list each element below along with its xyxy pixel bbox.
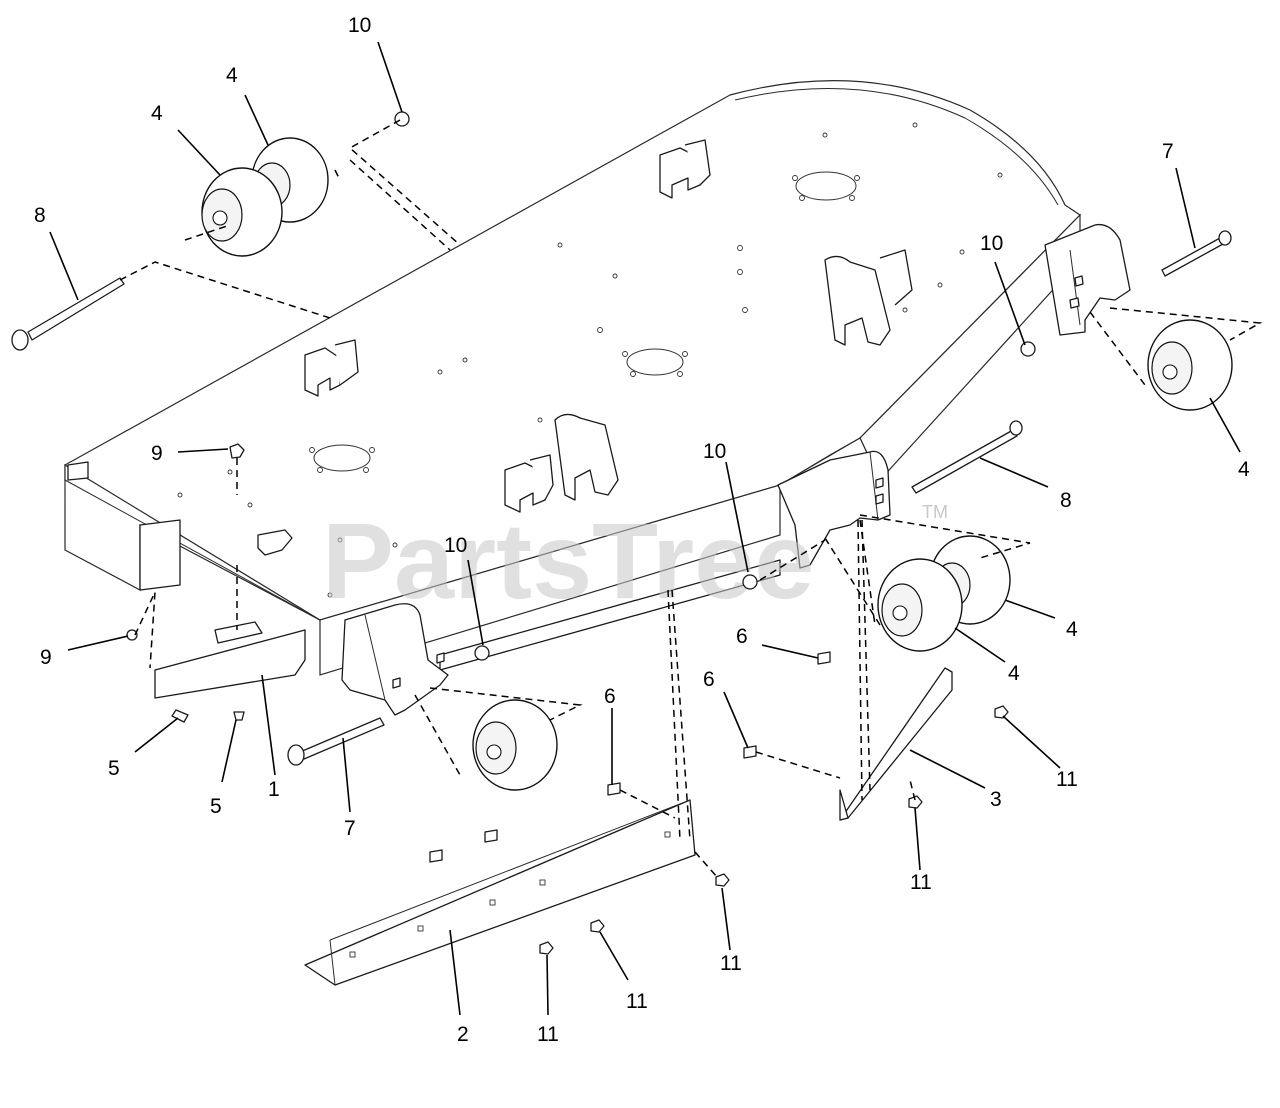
callout-8: 8	[1060, 489, 1072, 512]
mower-deck	[64, 80, 1131, 716]
callout-1: 1	[268, 778, 280, 801]
axle-bolt-top-left	[11, 277, 125, 351]
callout-4: 4	[1238, 458, 1250, 481]
callout-6: 6	[736, 625, 748, 648]
part-2-skid-rail	[304, 799, 696, 986]
callout-10: 10	[348, 14, 371, 37]
wheel-top-left-front	[201, 167, 283, 257]
axle-bolt-left-front	[287, 717, 385, 766]
callout-10: 10	[444, 534, 467, 557]
flange-nuts	[539, 705, 1009, 955]
washer-right	[1020, 341, 1036, 357]
callout-10: 10	[980, 232, 1003, 255]
part-3-skid-plate	[839, 667, 953, 821]
callout-4: 4	[1066, 618, 1078, 641]
callout-7: 7	[344, 817, 356, 840]
callouts: 10 4 4 8 7 10 4 8 9 10 10 4 4 9 6 6 6 5 …	[34, 14, 1250, 1046]
callout-6: 6	[604, 685, 616, 708]
callout-11: 11	[720, 952, 742, 975]
callout-6: 6	[703, 668, 715, 691]
callout-8: 8	[34, 204, 46, 227]
watermark-trademark: TM	[922, 502, 948, 522]
spindle-hole-center	[626, 348, 684, 376]
callout-9: 9	[40, 646, 52, 669]
spindle-hole-right	[795, 171, 857, 201]
wheel-left-front	[472, 699, 558, 791]
assembly-lines	[119, 119, 1263, 879]
callout-11: 11	[626, 990, 648, 1013]
callout-4: 4	[1008, 662, 1020, 685]
callout-5: 5	[108, 757, 120, 780]
callout-11: 11	[910, 871, 932, 894]
washer-left	[474, 645, 490, 661]
leader-lines	[49, 41, 1241, 1016]
callout-7: 7	[1162, 140, 1174, 163]
callout-5: 5	[210, 795, 222, 818]
callout-11: 11	[537, 1023, 559, 1046]
spindle-hole-left	[313, 444, 371, 472]
deck-brackets	[257, 139, 913, 556]
callout-10: 10	[703, 440, 726, 463]
watermark-text: PartsTree	[322, 500, 814, 621]
callout-2: 2	[457, 1023, 469, 1046]
callout-4: 4	[226, 64, 238, 87]
wheel-right-rear	[1147, 319, 1233, 411]
wheel-right-front	[877, 558, 963, 652]
axle-bolt-right-middle	[911, 420, 1023, 494]
washer-lower	[126, 629, 138, 641]
callout-11: 11	[1056, 768, 1078, 791]
washer-top	[394, 111, 410, 127]
callout-9: 9	[151, 442, 163, 465]
callout-4: 4	[151, 102, 163, 125]
washer-center	[742, 574, 758, 590]
part-1-baffle	[154, 621, 306, 699]
nut-top	[229, 443, 245, 459]
carriage-bolts	[171, 651, 831, 863]
axle-bolt-right-rear	[1161, 230, 1232, 277]
callout-3: 3	[990, 788, 1002, 811]
